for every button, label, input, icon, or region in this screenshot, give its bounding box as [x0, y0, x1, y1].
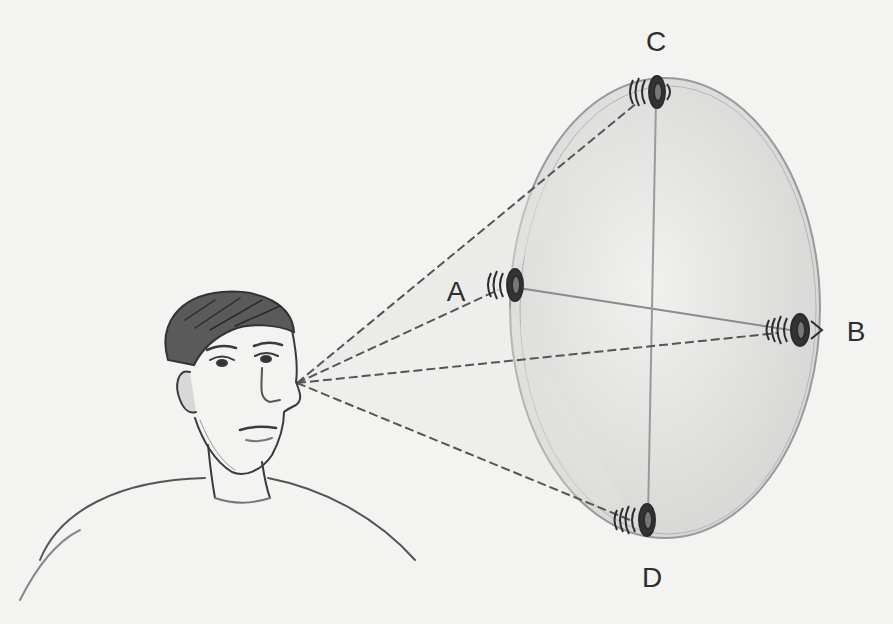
person-sketch	[20, 292, 415, 600]
speaker-label: B	[847, 318, 866, 346]
speaker-label: D	[642, 564, 662, 592]
speaker-label: A	[447, 278, 466, 306]
speaker-label: C	[646, 28, 666, 56]
speaker-icons	[488, 76, 822, 536]
axis-line	[648, 100, 656, 518]
sight-lines	[297, 102, 778, 520]
